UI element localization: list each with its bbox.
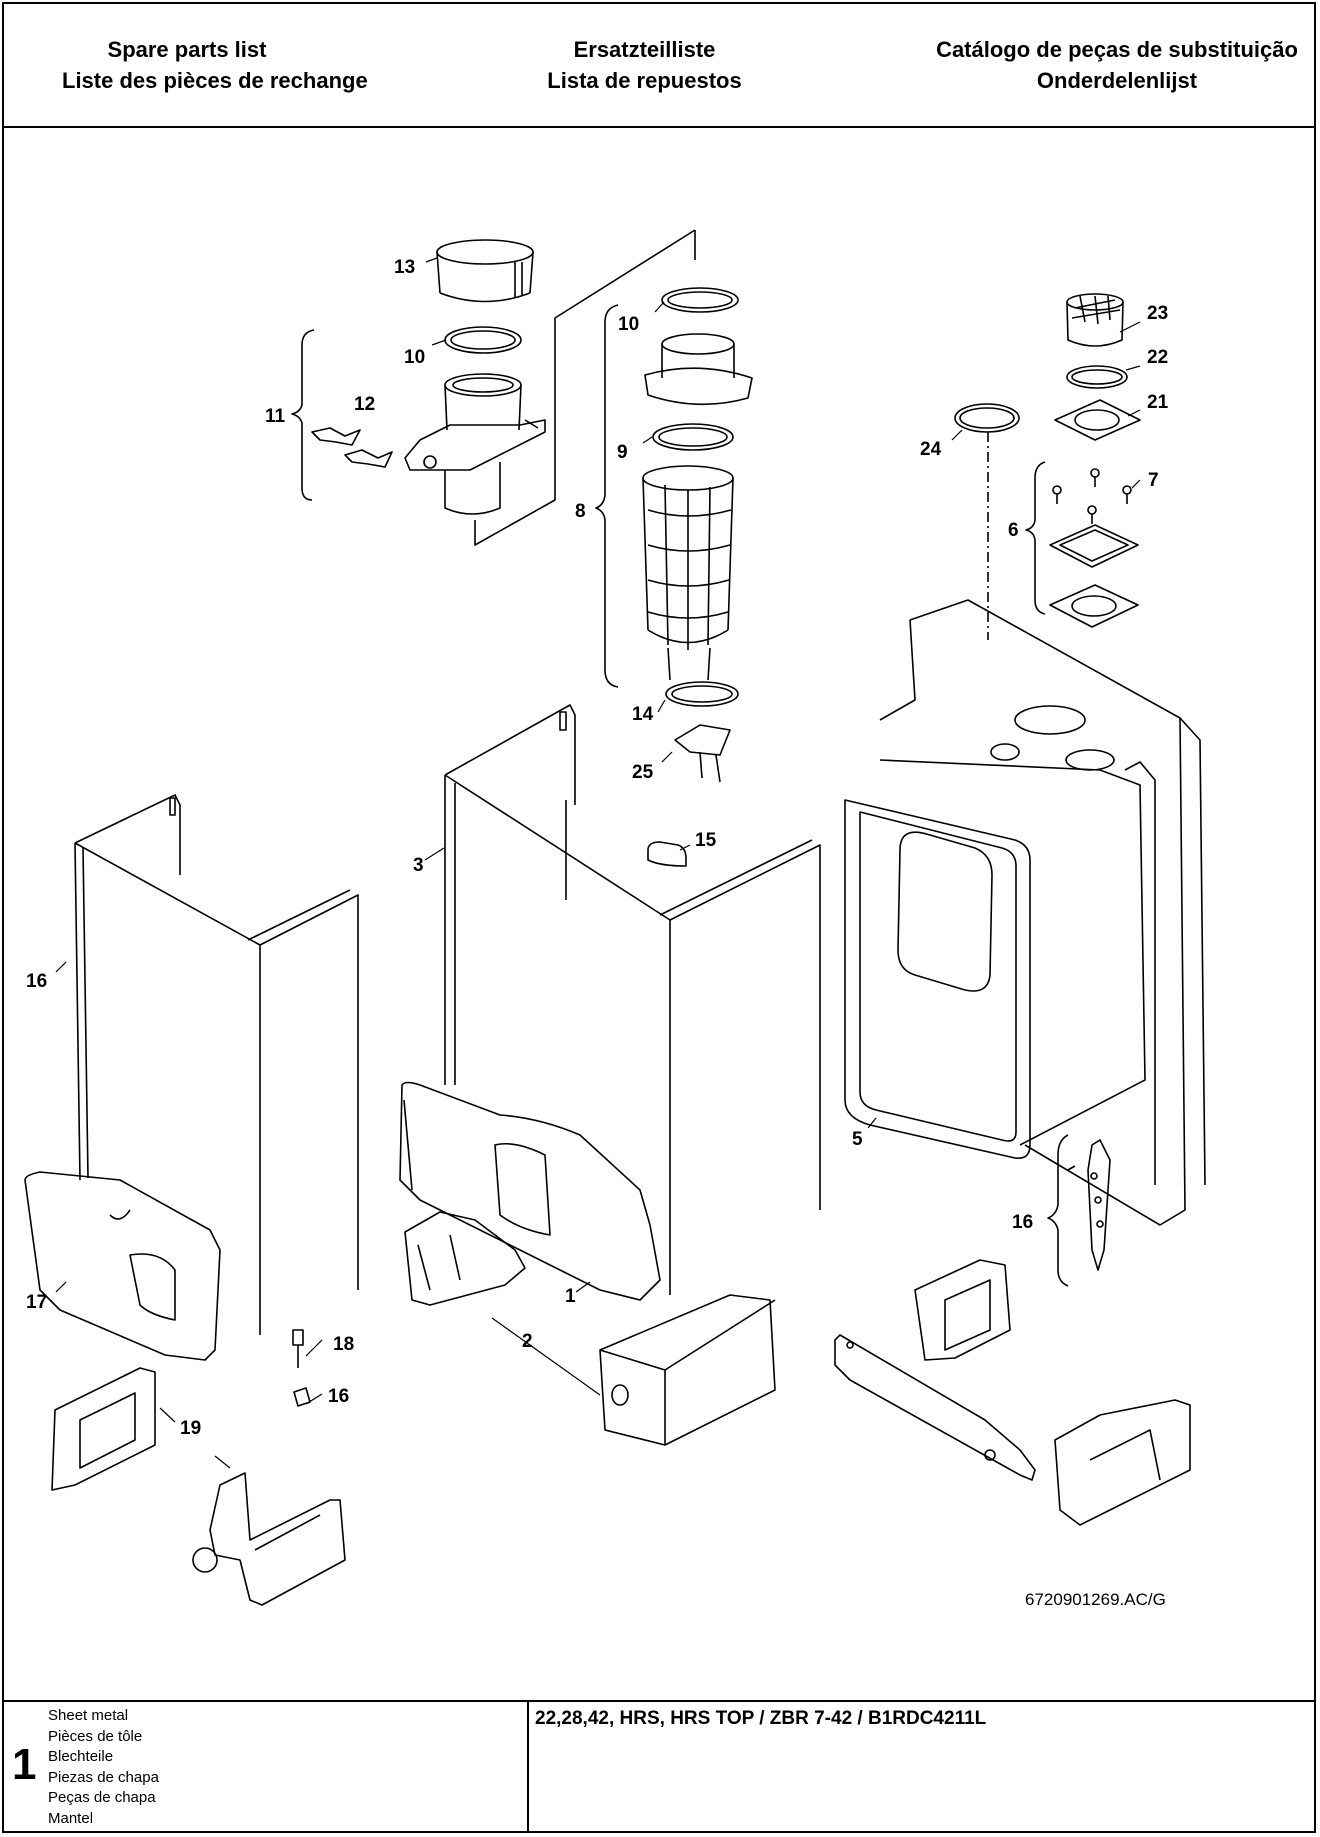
title-spanish: Lista de repuestos bbox=[547, 68, 742, 93]
callout-11: 11 bbox=[265, 406, 286, 427]
part-20-bracket-large bbox=[192, 1472, 346, 1606]
callout-3: 3 bbox=[413, 855, 424, 876]
callout-24: 24 bbox=[920, 439, 942, 460]
group-name-es: Piezas de chapa bbox=[48, 1768, 159, 1786]
callout-8: 8 bbox=[575, 501, 586, 522]
part-20-bracket-small bbox=[51, 1367, 156, 1491]
callout-10-left: 10 bbox=[404, 347, 425, 368]
model-designation: 22,28,42, HRS, HRS TOP / ZBR 7-42 / B1RD… bbox=[535, 1708, 987, 1729]
part-1-front-cover bbox=[399, 1081, 661, 1301]
title-french: Liste des pièces de rechange bbox=[62, 68, 368, 93]
header-col-de-es: Ersatzteilliste Lista de repuestos bbox=[522, 34, 767, 96]
part-15-cap bbox=[647, 841, 687, 867]
part-6-plate-lower bbox=[1049, 584, 1139, 628]
part-23-cap bbox=[1066, 293, 1124, 347]
callout-7: 7 bbox=[1148, 470, 1159, 491]
callout-22: 22 bbox=[1147, 347, 1168, 368]
callout-10-right: 10 bbox=[618, 314, 639, 335]
part-7-screws bbox=[1052, 468, 1132, 524]
callout-21: 21 bbox=[1147, 392, 1169, 413]
bracket-8 bbox=[595, 304, 619, 688]
bracket-16 bbox=[1047, 1134, 1069, 1287]
group-name-fr: Pièces de tôle bbox=[48, 1727, 143, 1745]
bracket-lower-right-2 bbox=[1054, 1399, 1191, 1526]
callout-15: 15 bbox=[695, 830, 717, 851]
part-17-casing bbox=[74, 794, 359, 1335]
leader-lines bbox=[55, 257, 1141, 1469]
bracket-6 bbox=[1025, 461, 1046, 615]
title-dutch: Onderdelenlijst bbox=[1036, 68, 1198, 93]
footer-divider bbox=[527, 1702, 529, 1833]
part-2-console bbox=[404, 1211, 526, 1306]
callout-19: 18 bbox=[333, 1334, 354, 1355]
callout-20: 19 bbox=[180, 1418, 201, 1439]
part-9-seal bbox=[652, 423, 734, 451]
callout-25: 25 bbox=[632, 762, 654, 783]
title-portuguese: Catálogo de peças de substituição bbox=[936, 37, 1298, 62]
bracket-11 bbox=[291, 329, 315, 501]
header-col-en-fr: Spare parts list Liste des pièces de rec… bbox=[62, 34, 368, 96]
callout-12: 12 bbox=[354, 394, 375, 415]
part-10-seal-right bbox=[661, 287, 739, 313]
part-12-clips bbox=[311, 427, 393, 468]
part-22-seal bbox=[1066, 365, 1128, 389]
group-name-de: Blechteile bbox=[48, 1748, 114, 1765]
bracket-lower-right-1 bbox=[914, 1259, 1011, 1361]
part-6-plate-upper bbox=[1049, 524, 1139, 568]
group-name-pt: Peças de chapa bbox=[48, 1789, 156, 1806]
callout-2: 2 bbox=[522, 1331, 533, 1352]
part-13-clamp-ring bbox=[436, 239, 534, 303]
rail-lower-right bbox=[834, 1334, 1036, 1481]
callout-18: 17 bbox=[26, 1292, 47, 1313]
callout-5: 5 bbox=[852, 1129, 863, 1150]
part-18-front-cover bbox=[24, 1171, 221, 1361]
part-11-flue-adaptor bbox=[404, 373, 546, 515]
callout-16-right: 16 bbox=[1012, 1212, 1033, 1233]
title-english: Spare parts list bbox=[107, 37, 267, 62]
footer: 1 Sheet metal Pièces de tôle Blechteile … bbox=[2, 1700, 1316, 1833]
part-5-front-frame bbox=[844, 799, 1031, 1160]
part-2-electronics-cover bbox=[599, 1294, 776, 1446]
part-8-flue-gas-pipe bbox=[644, 333, 753, 406]
callout-13: 13 bbox=[394, 257, 415, 278]
part-3-casing bbox=[444, 704, 821, 1295]
part-10-seal-left bbox=[444, 326, 522, 354]
callout-23: 23 bbox=[1147, 303, 1168, 324]
drawing-code: 6720901269.AC/G bbox=[1025, 1590, 1166, 1609]
group-names: Sheet metal Pièces de tôle Blechteile Pi… bbox=[48, 1706, 159, 1829]
part-19-screw bbox=[292, 1329, 304, 1368]
part-14-seal bbox=[665, 681, 739, 707]
part-8-mesh-cylinder bbox=[642, 465, 734, 681]
callout-16-left: 16 bbox=[328, 1386, 349, 1407]
part-24-seal bbox=[954, 403, 1020, 433]
group-name-en: Sheet metal bbox=[48, 1707, 129, 1724]
callout-9: 9 bbox=[617, 442, 628, 463]
figure-number: 1 bbox=[12, 1740, 37, 1789]
header: Spare parts list Liste des pièces de rec… bbox=[2, 2, 1316, 128]
callout-6: 6 bbox=[1008, 520, 1019, 541]
part-21-plate bbox=[1054, 399, 1141, 441]
title-german: Ersatzteilliste bbox=[573, 37, 716, 62]
part-5-chassis bbox=[879, 599, 1206, 1226]
callout-14: 14 bbox=[632, 704, 654, 725]
part-16-rail bbox=[1067, 1139, 1111, 1271]
callout-17: 16 bbox=[26, 971, 47, 992]
part-25-bracket bbox=[674, 724, 731, 783]
header-col-pt-nl: Catálogo de peças de substituição Onderd… bbox=[917, 34, 1317, 96]
group-name-nl: Mantel bbox=[48, 1809, 94, 1827]
callout-1: 1 bbox=[565, 1286, 576, 1307]
assembly-connector bbox=[474, 229, 696, 546]
exploded-view-diagram: 13 10 10 11 12 9 8 14 25 15 3 16 17 1 2 … bbox=[24, 229, 1206, 1606]
